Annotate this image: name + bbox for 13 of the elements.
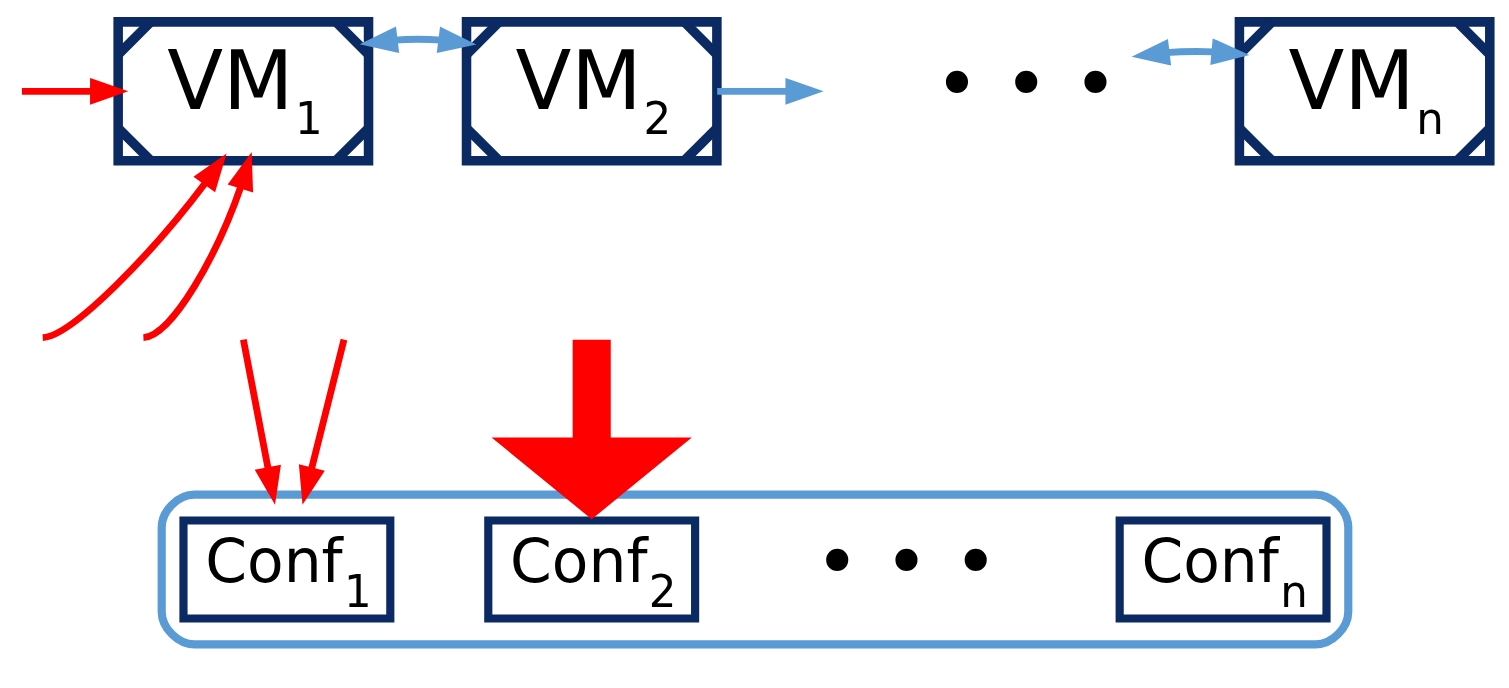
node-text: • • • [934, 39, 1118, 129]
node-box: Conf$_{2}$ [484, 516, 700, 623]
node-text: • • • [814, 517, 999, 607]
arrow [359, 26, 477, 54]
arrow [298, 338, 348, 505]
arrow [240, 339, 281, 505]
node-box: Conf$_{1}$ [179, 516, 395, 623]
arrow [1131, 38, 1250, 66]
cluster [157, 490, 1353, 649]
arrow [41, 153, 227, 341]
node-box: Conf$_{n}$ [1115, 516, 1331, 623]
arrow [21, 77, 129, 105]
arrow [142, 152, 254, 341]
